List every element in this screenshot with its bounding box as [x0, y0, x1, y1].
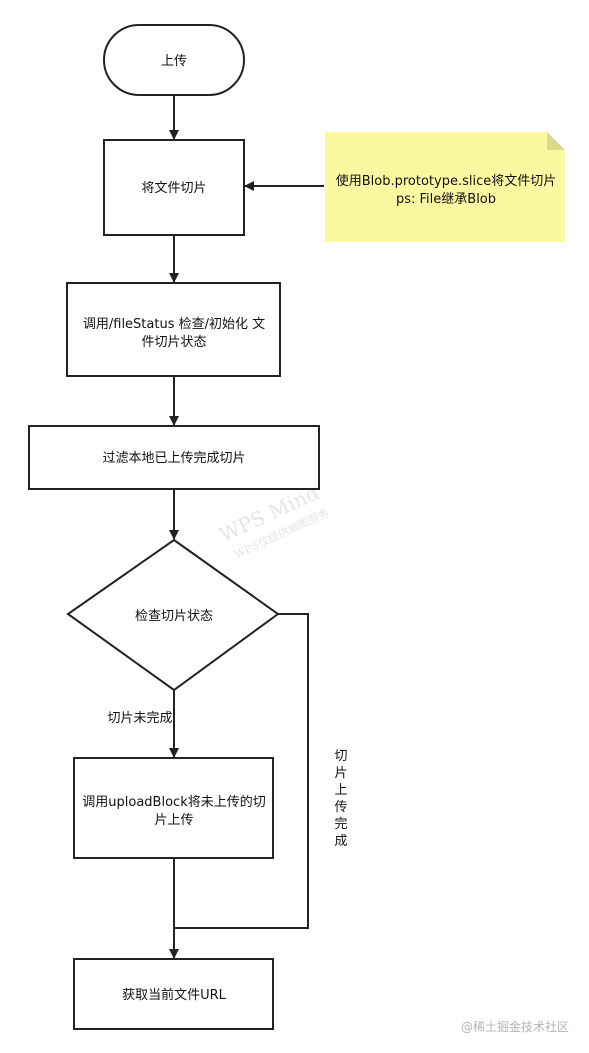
edge-label-not-complete: 切片未完成: [107, 711, 172, 726]
note-shape: [325, 132, 565, 242]
get-url-node: 获取当前文件URL: [73, 958, 274, 1030]
check-status-decision: 检查切片状态: [66, 538, 280, 692]
edge-label-complete-char: 片: [334, 766, 347, 781]
filter-shape: [28, 425, 320, 490]
edge-label-complete-char: 成: [334, 834, 347, 849]
upload-block-shape: [73, 757, 274, 859]
watermark: WPS Mind WPS仅提供脑图服务: [216, 480, 332, 561]
start-shape: [103, 24, 245, 96]
start-node: 上传: [103, 24, 245, 96]
upload-block-label-line-2: 片上传: [154, 813, 193, 828]
note-fold: [547, 132, 565, 150]
filter-node: 过滤本地已上传完成切片: [28, 425, 320, 490]
call-status-node: 调用/fileStatus 检查/初始化 文 件切片状态: [66, 282, 281, 377]
start-label: 上传: [161, 54, 187, 69]
filter-label: 过滤本地已上传完成切片: [102, 451, 245, 466]
call-status-label-line-2: 件切片状态: [141, 335, 206, 350]
upload-block-node: 调用uploadBlock将未上传的切 片上传: [73, 757, 274, 859]
slice-file-node: 将文件切片: [103, 139, 245, 236]
note-line-2: ps: File继承Blob: [396, 192, 496, 207]
footer-credit: @稀土掘金技术社区: [461, 1019, 569, 1034]
get-url-shape: [73, 958, 274, 1030]
sticky-note: 使用Blob.prototype.slice将文件切片 ps: File继承Bl…: [325, 132, 565, 242]
edge-label-complete-char: 切: [334, 749, 347, 764]
edge-label-complete: 切 片 上 传 完 成: [334, 749, 347, 849]
upload-block-label-line-1: 调用uploadBlock将未上传的切: [82, 794, 265, 810]
edge-check-to-url-complete: [174, 613, 309, 929]
edge-label-complete-char: 完: [334, 817, 347, 832]
call-status-label-line-1: 调用/fileStatus 检查/初始化 文: [83, 317, 265, 332]
edge-label-complete-char: 上: [334, 783, 347, 798]
connectors: [169, 95, 324, 959]
decision-shape: [66, 538, 280, 692]
edge-label-complete-char: 传: [334, 800, 347, 815]
decision-label: 检查切片状态: [135, 609, 213, 624]
note-line-1: 使用Blob.prototype.slice将文件切片: [336, 173, 557, 189]
call-status-shape: [66, 282, 281, 377]
slice-file-shape: [103, 139, 245, 236]
slice-file-label: 将文件切片: [141, 181, 206, 196]
get-url-label: 获取当前文件URL: [122, 987, 227, 1003]
